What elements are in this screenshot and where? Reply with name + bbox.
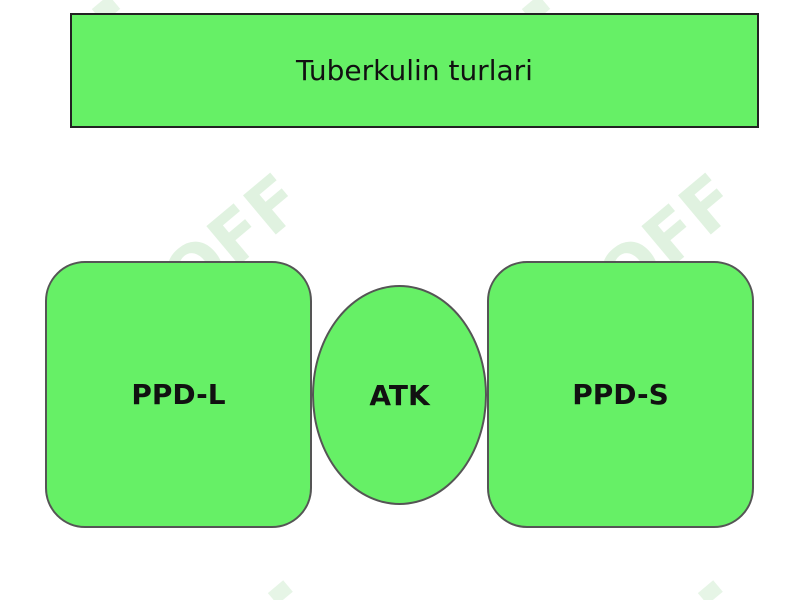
node-ppd-s: PPD-S (487, 261, 754, 528)
node-ppd-l: PPD-L (45, 261, 312, 528)
title-text: Tuberkulin turlari (296, 54, 533, 87)
node-atk-label: ATK (369, 378, 430, 412)
node-ppd-l-label: PPD-L (131, 378, 226, 411)
title-box: Tuberkulin turlari (70, 13, 759, 128)
node-atk: ATK (312, 285, 487, 505)
node-ppd-s-label: PPD-S (572, 378, 669, 411)
